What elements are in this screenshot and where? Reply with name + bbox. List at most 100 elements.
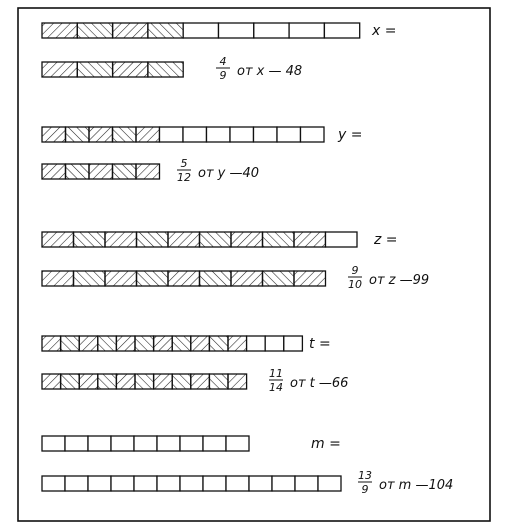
whole-bar-segment [217, 22, 255, 39]
part-bar-segment [88, 163, 114, 180]
part-bar-segment [115, 373, 136, 390]
whole-bar-segment [133, 435, 158, 452]
whole-bar-segment [76, 22, 114, 39]
whole-bar [41, 335, 304, 352]
part-bar-segment [78, 373, 99, 390]
whole-bar-segment [202, 435, 227, 452]
whole-bar-segment [182, 126, 208, 143]
part-bar [41, 373, 248, 390]
whole-bar-segment [208, 335, 229, 352]
part-bar-segment [152, 373, 173, 390]
part-bar-segment [198, 270, 232, 287]
problem-x: x = 49 от x — 48 [41, 22, 396, 82]
whole-bar-segment [229, 126, 255, 143]
part-bar-segment [208, 373, 229, 390]
unknown-label: z = [373, 232, 398, 248]
fraction-expression: от x — 48 [237, 64, 302, 79]
whole-bar-segment [64, 126, 90, 143]
part-bar-segment [248, 475, 273, 492]
whole-bar [41, 22, 361, 39]
whole-bar-segment [167, 231, 201, 248]
fraction-denominator: 9 [220, 69, 227, 82]
whole-bar-segment [41, 231, 75, 248]
fraction-denominator: 9 [362, 483, 369, 496]
fraction-numerator: 4 [220, 55, 227, 68]
part-bar-segment [87, 475, 112, 492]
whole-bar-segment [88, 126, 114, 143]
whole-bar-segment [230, 231, 264, 248]
part-bar-segment [230, 270, 264, 287]
part-bar [41, 475, 342, 492]
whole-bar-segment [182, 22, 220, 39]
fraction-numerator: 11 [269, 367, 283, 380]
whole-bar-segment [253, 22, 290, 39]
fraction-expression: от y —40 [198, 166, 259, 181]
part-bar-segment [104, 270, 138, 287]
whole-bar-segment [41, 435, 66, 452]
part-bar-segment [41, 163, 67, 180]
whole-bar-segment [252, 126, 278, 143]
whole-bar-segment [110, 435, 135, 452]
problem-y: y = 512 от y —40 [41, 126, 362, 184]
unknown-label: t = [309, 336, 331, 352]
fraction-expression: от z —99 [369, 273, 429, 288]
part-bar-segment [261, 270, 295, 287]
whole-bar-segment [179, 435, 204, 452]
part-bar-segment [135, 270, 169, 287]
whole-bar-segment [111, 22, 149, 39]
part-bar-segment [110, 475, 135, 492]
whole-bar-segment [104, 231, 138, 248]
whole-bar-segment [264, 335, 285, 352]
whole-bar-segment [156, 435, 181, 452]
whole-bar-segment [288, 22, 326, 39]
part-bar-segment [147, 61, 184, 78]
part-bar-segment [317, 475, 342, 492]
page-frame [17, 7, 491, 522]
part-bar-segment [156, 475, 181, 492]
whole-bar-segment [147, 22, 184, 39]
whole-bar-segment [41, 22, 78, 39]
whole-bar-segment [299, 126, 325, 143]
whole-bar-segment [152, 335, 173, 352]
unknown-label: x = [371, 23, 396, 39]
whole-bar-segment [72, 231, 106, 248]
part-bar-segment [97, 373, 118, 390]
fraction-numerator: 5 [181, 157, 188, 170]
fraction-numerator: 13 [358, 469, 372, 482]
part-bar [41, 270, 327, 287]
whole-bar-segment [198, 231, 232, 248]
part-bar-segment [179, 475, 204, 492]
part-bar-segment [225, 475, 250, 492]
unknown-label: y = [337, 127, 362, 143]
whole-bar [41, 126, 325, 143]
part-bar-segment [294, 475, 319, 492]
whole-bar-segment [64, 435, 89, 452]
part-bar-segment [171, 373, 192, 390]
whole-bar-segment [59, 335, 80, 352]
whole-bar [41, 231, 358, 248]
part-bar-segment [76, 61, 114, 78]
whole-bar-segment [323, 22, 361, 39]
whole-bar-segment [227, 335, 248, 352]
whole-bar-segment [225, 435, 250, 452]
part-bar-segment [227, 373, 248, 390]
part-bar-segment [135, 163, 161, 180]
unknown-label: m = [311, 436, 341, 452]
part-bar-segment [64, 163, 90, 180]
whole-bar-segment [171, 335, 192, 352]
part-bar-segment [64, 475, 89, 492]
whole-bar-segment [245, 335, 266, 352]
fraction-denominator: 14 [269, 381, 283, 394]
fraction-denominator: 10 [348, 278, 362, 291]
part-bar-segment [271, 475, 296, 492]
part-bar-segment [59, 373, 80, 390]
part-bar-segment [202, 475, 227, 492]
part-bar-segment [293, 270, 327, 287]
fraction-denominator: 12 [177, 171, 191, 184]
part-bar-segment [41, 475, 66, 492]
whole-bar-segment [41, 126, 67, 143]
whole-bar [41, 435, 250, 452]
